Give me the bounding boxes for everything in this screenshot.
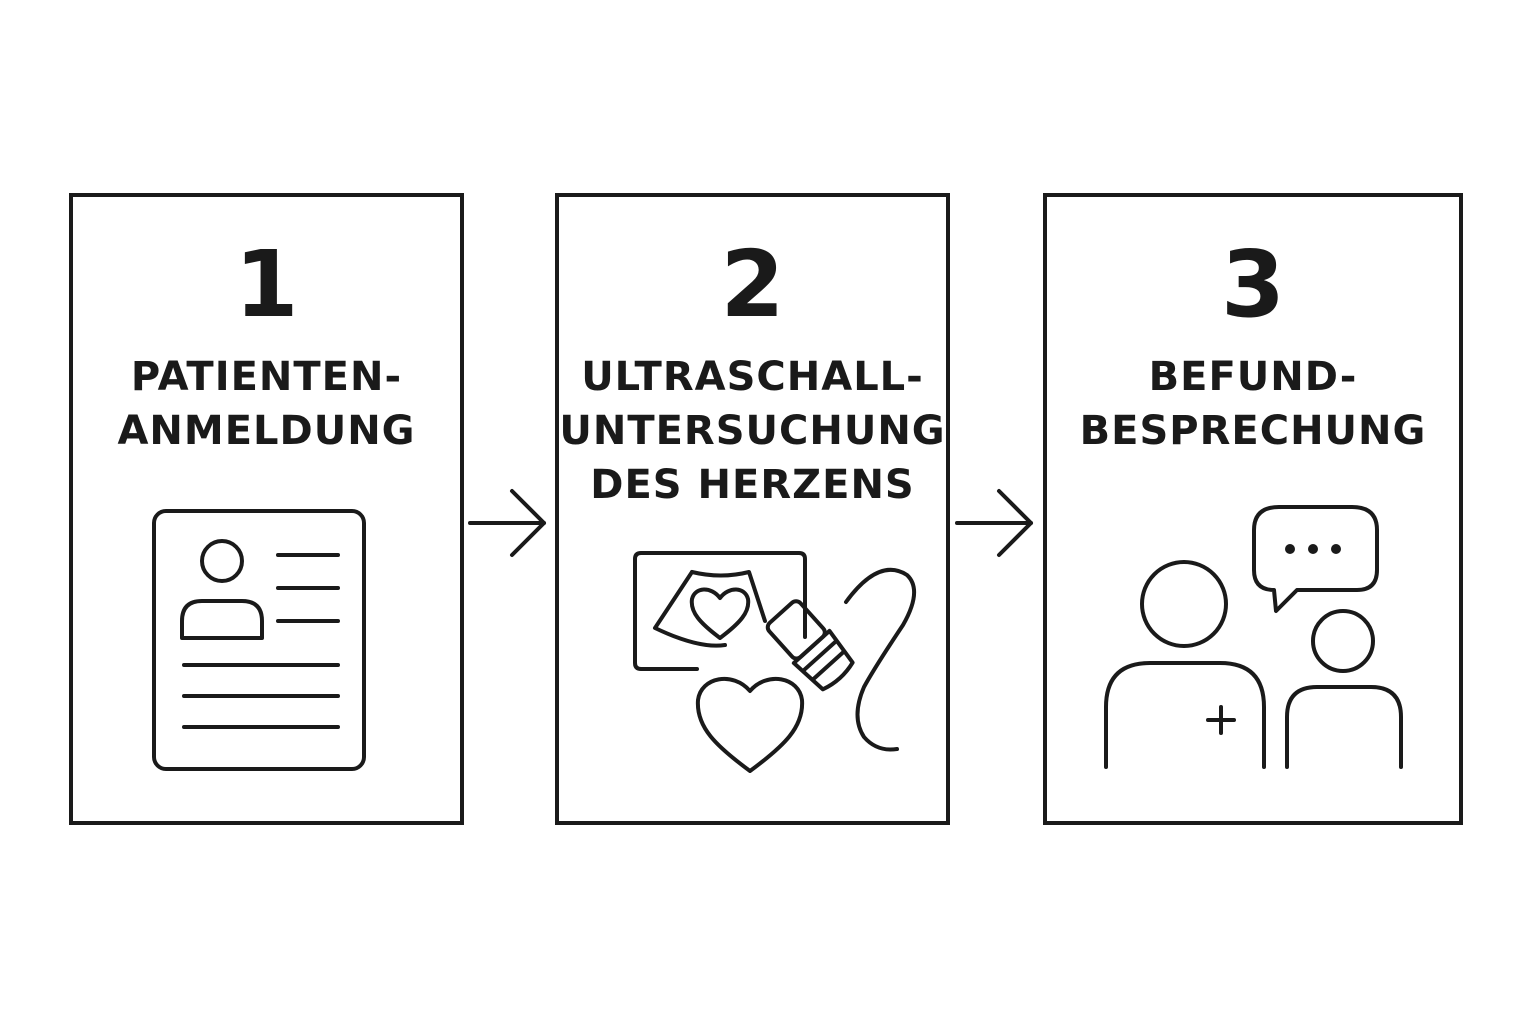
step-2-title-line-2: UNTERSUCHUNG — [559, 408, 946, 454]
step-3-number: 3 — [1220, 231, 1285, 338]
arrow-right-icon — [955, 489, 1033, 557]
step-1-title: PATIENTEN- ANMELDUNG — [73, 350, 460, 458]
patient-record-icon — [152, 509, 366, 771]
doctor-patient-consultation-icon — [1104, 505, 1403, 769]
step-2-panel: 2 ULTRASCHALL- UNTERSUCHUNG DES HERZENS — [555, 193, 950, 825]
step-1-number: 1 — [234, 231, 299, 338]
step-2-number: 2 — [720, 231, 785, 338]
step-2-title-line-1: ULTRASCHALL- — [581, 354, 924, 400]
heart-ultrasound-icon — [633, 551, 916, 773]
arrow-right-icon — [468, 489, 546, 557]
step-1-title-line-1: PATIENTEN- — [130, 354, 403, 400]
step-3-title-line-2: BESPRECHUNG — [1079, 408, 1427, 454]
step-3-title: BEFUND- BESPRECHUNG — [1047, 350, 1459, 458]
step-3-panel: 3 BEFUND- BESPRECHUNG — [1043, 193, 1463, 825]
step-1-panel: 1 PATIENTEN- ANMELDUNG — [69, 193, 464, 825]
step-2-title: ULTRASCHALL- UNTERSUCHUNG DES HERZENS — [559, 350, 946, 512]
step-2-title-line-3: DES HERZENS — [590, 462, 915, 508]
step-3-title-line-1: BEFUND- — [1148, 354, 1358, 400]
step-1-title-line-2: ANMELDUNG — [117, 408, 416, 454]
